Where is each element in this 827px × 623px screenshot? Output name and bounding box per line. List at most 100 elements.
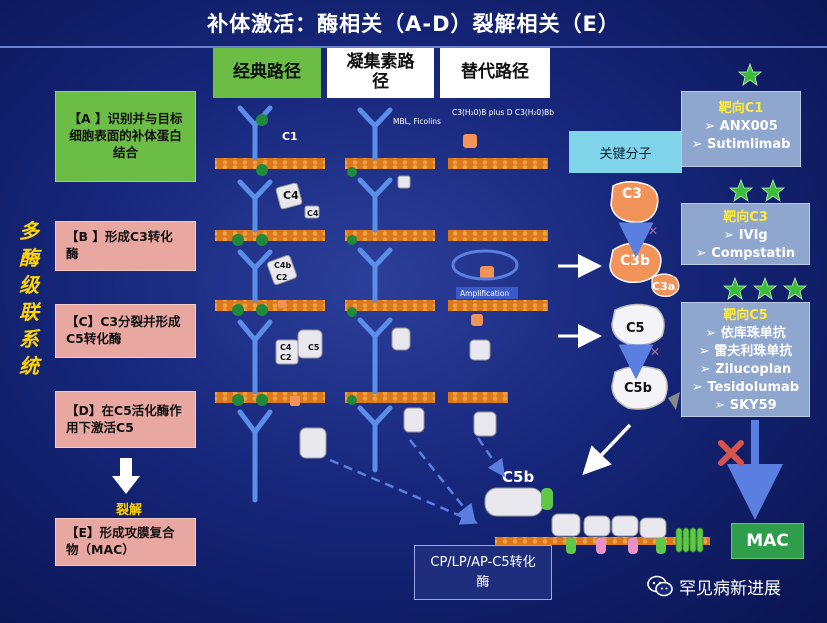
target-c5-title: 靶向C5 [723,308,768,323]
membrane-segment [345,300,435,311]
step-c-text: C3分裂并形成C5转化酶 [66,314,181,346]
c4-label: C4 [280,343,292,352]
watermark-text: 罕见病新进展 [679,578,781,599]
c3a-molecule [651,273,680,297]
star-icon [737,62,763,86]
cleavage-mark: ✕ [650,345,660,359]
c3-molecule [610,181,659,223]
drug-name: Sutimlimab [707,137,791,152]
target-c5-drug: ➢ 雷夫利珠单抗 [682,343,809,361]
arrow-lysis-shaft [120,458,132,476]
membrane-segment [345,158,435,169]
c8-component [583,515,611,537]
step-b-text: 形成C3转化酶 [66,229,173,261]
step-e-box: 【E】形成攻膜复合物（MAC） [55,518,196,566]
drug-name: Zilucoplan [715,362,792,377]
target-c1-box: 靶向C1 ➢ ANX005 ➢ Sutimlimab [681,91,801,167]
target-c3-drug: ➢ IVIg [682,227,809,245]
c4-label: C4 [307,209,319,218]
star-icon [760,178,786,202]
target-c5-box: 靶向C5 ➢ 依库珠单抗 ➢ 雷夫利珠单抗 ➢ Zilucoplan ➢ Tes… [681,302,810,417]
membrane-segment [448,392,508,403]
step-d-box: 【D】在C5活化酶作用下激活C5 [55,391,196,448]
side-label: 多酶级联系统 [19,219,39,378]
complement-fragments [266,175,544,517]
fragment-labels: C4 C4 C4b C2 C4 C2 C5 C1 MBL, Ficolins C… [274,108,554,362]
pathway-header-lectin: 凝集素路径 [327,48,434,98]
target-c3-box: 靶向C3 ➢ IVIg ➢ Compstatin [681,203,810,265]
lectin-icon [357,317,393,395]
c6-component [541,488,553,510]
c9-component [639,517,667,539]
bullet-icon: ➢ [714,398,726,413]
step-d-text: 在C5活化酶作用下激活C5 [66,402,182,435]
step-a-text: 识别并与目标细胞表面的补体蛋白结合 [69,111,183,160]
c1-label: C1 [282,130,298,143]
antibody-icons [237,105,393,503]
star-icon [722,276,748,300]
wechat-icon [647,575,673,597]
convertase-label: CP/LP/AP-C5转化酶 [430,555,536,590]
c8-component [628,538,638,554]
target-c5-drug: ➢ 依库珠单抗 [682,325,809,343]
convertase-box: CP/LP/AP-C5转化酶 [414,545,552,600]
lysis-label: 裂解 [115,503,142,518]
step-e-letter: 【E】 [66,525,100,541]
target-c3-drug: ➢ Compstatin [682,245,809,263]
c5-label: C5 [308,343,320,352]
bullet-icon: ➢ [691,380,703,395]
c6-component [566,538,576,554]
antibody-icon [237,249,273,303]
loop-arrow [451,249,519,281]
membrane-segment [215,230,325,241]
bullet-icon: ➢ [691,137,703,152]
c7-component [551,513,581,537]
drug-name: ANX005 [719,119,778,134]
target-c5-drug: ➢ Zilucoplan [682,361,809,379]
target-c5-drug: ➢ SKY59 [682,397,809,415]
mac-assembly: C5b [502,468,704,554]
pathway-header-alternative: 替代路径 [440,48,550,98]
drug-name: 雷夫利珠单抗 [714,344,793,359]
c2-label: C2 [276,273,287,282]
drug-name: Tesidolumab [707,380,800,395]
ap-start-label: C3(H₂0)B plus D C3(H₂0)Bb [452,108,554,117]
c5-molecule [611,303,665,346]
lectin-icon [357,177,393,233]
membrane-segment [448,158,548,169]
c8-component [611,515,639,537]
step-c-box: 【C】C3分裂并形成C5转化酶 [55,304,196,358]
antibody-icon [237,179,273,233]
arrow-down-lysis-icon [112,476,140,494]
c9-pore [675,527,704,553]
drug-name: 依库珠单抗 [720,326,786,341]
c3-fragments [278,134,494,406]
c3b-label: C3b [620,253,650,269]
antibody-icon [237,319,273,395]
step-a-box: 【A 】识别并与目标细胞表面的补体蛋白结合 [55,91,196,182]
target-c1-drug: ➢ ANX005 [682,118,800,136]
step-c-letter: 【C】 [66,314,101,330]
lectin-icon [357,405,393,473]
c6-component [656,538,666,554]
amplification-label: Amplification [460,289,509,298]
c1-complex-dots [232,114,357,406]
membrane-segment [448,300,548,311]
star-icon [752,276,778,300]
membrane-segment [345,392,435,403]
c4-label: C4 [283,189,299,202]
c5b-mac-label: C5b [502,468,534,486]
step-e-text: 形成攻膜复合物（MAC） [66,525,175,557]
c4b-label: C4b [274,261,291,270]
membrane-segment [215,158,325,169]
drug-name: SKY59 [729,398,777,413]
c3-label: C3 [622,186,642,202]
c5a-fragment [668,392,680,410]
lectin-icon [357,107,393,161]
step-b-box: 【B 】形成C3转化酶 [55,221,196,271]
arrow-diagonal-icon [582,423,632,476]
page-title: 补体激活：酶相关（A-D）裂解相关（E） [207,12,620,36]
title-divider [0,46,827,48]
bullet-icon: ➢ [695,246,707,261]
